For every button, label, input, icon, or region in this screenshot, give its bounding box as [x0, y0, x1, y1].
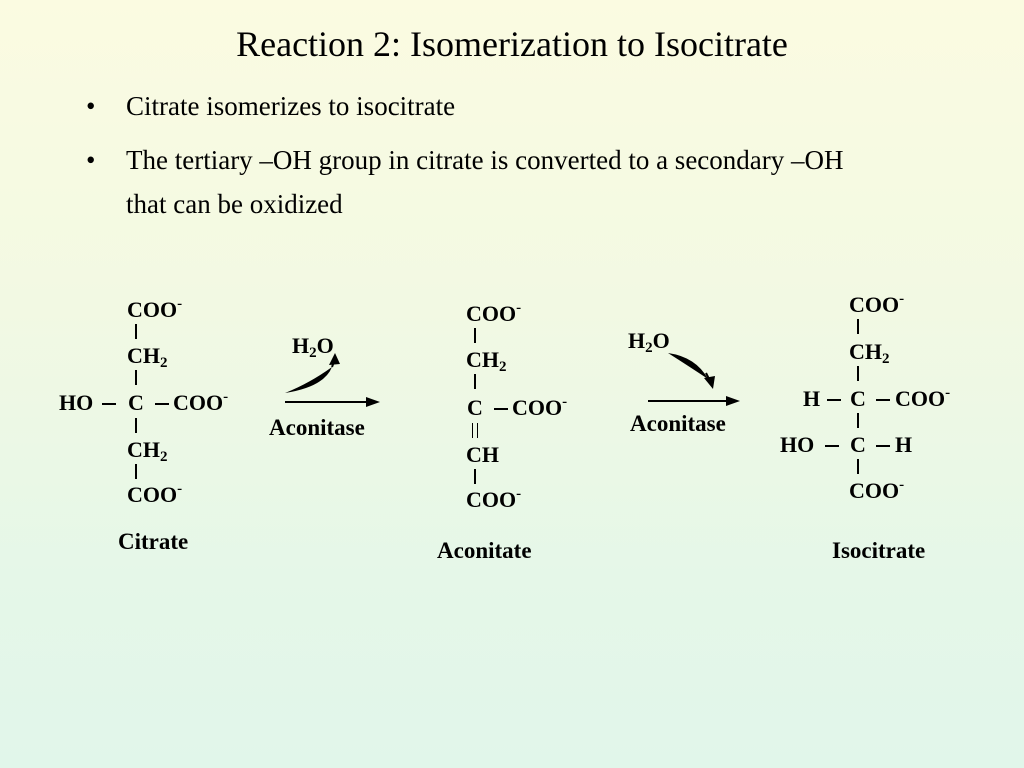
central-carbon: C — [128, 390, 144, 415]
single-bond — [135, 370, 137, 385]
single-bond — [474, 328, 476, 343]
water-release-arrow — [285, 353, 380, 407]
water-addition-arrow — [648, 353, 740, 406]
citrate-label: Citrate — [118, 529, 189, 554]
bullet-list: • Citrate isomerizes to isocitrate • The… — [86, 84, 846, 236]
hydroxyl-group: HO — [780, 432, 815, 457]
single-bond — [474, 469, 476, 484]
single-bond — [857, 413, 859, 428]
single-bond — [857, 319, 859, 334]
carboxylate-group: COO- — [173, 389, 229, 416]
alkene-carbon: C — [467, 395, 483, 420]
methine-group: CH — [466, 442, 499, 467]
carboxylate-group: COO- — [127, 296, 183, 323]
bullet-marker: • — [86, 145, 96, 175]
methylene-group: CH2 — [849, 339, 890, 367]
single-bond — [135, 464, 137, 479]
carboxylate-group: COO- — [849, 477, 905, 504]
enzyme-label: Aconitase — [630, 411, 726, 436]
single-bond — [494, 408, 508, 410]
isocitrate-label: Isocitrate — [832, 538, 926, 563]
single-bond — [155, 403, 169, 405]
water-label: H2O — [628, 328, 670, 356]
single-bond — [857, 366, 859, 381]
carbon-atom: C — [850, 432, 866, 457]
methylene-group: CH2 — [466, 347, 507, 375]
hydroxyl-group: HO — [59, 390, 94, 415]
single-bond — [876, 445, 890, 447]
bullet-item: • Citrate isomerizes to isocitrate — [86, 84, 846, 128]
carbon-atom: C — [850, 386, 866, 411]
carboxylate-group: COO- — [466, 486, 522, 513]
methylene-group: CH2 — [127, 437, 168, 465]
bullet-marker: • — [86, 91, 96, 121]
single-bond — [135, 324, 137, 339]
aconitate-label: Aconitate — [437, 538, 532, 563]
hydrogen-atom: H — [895, 432, 913, 457]
double-bond — [472, 423, 478, 438]
single-bond — [857, 459, 859, 474]
single-bond — [474, 374, 476, 389]
hydrogen-atom: H — [803, 386, 821, 411]
carboxylate-group: COO- — [127, 481, 183, 508]
enzyme-label: Aconitase — [269, 415, 365, 440]
single-bond — [135, 418, 137, 433]
single-bond — [102, 403, 116, 405]
carboxylate-group: COO- — [849, 291, 905, 318]
single-bond — [827, 399, 841, 401]
carboxylate-group: COO- — [466, 300, 522, 327]
carboxylate-group: COO- — [895, 385, 951, 412]
single-bond — [825, 445, 839, 447]
single-bond — [876, 399, 890, 401]
bullet-text: The tertiary –OH group in citrate is con… — [126, 145, 844, 219]
bullet-item: • The tertiary –OH group in citrate is c… — [86, 138, 846, 226]
water-label: H2O — [292, 333, 334, 361]
slide-title: Reaction 2: Isomerization to Isocitrate — [236, 24, 788, 64]
methylene-group: CH2 — [127, 343, 168, 371]
bullet-text: Citrate isomerizes to isocitrate — [126, 91, 456, 121]
carboxylate-group: COO- — [512, 394, 568, 421]
